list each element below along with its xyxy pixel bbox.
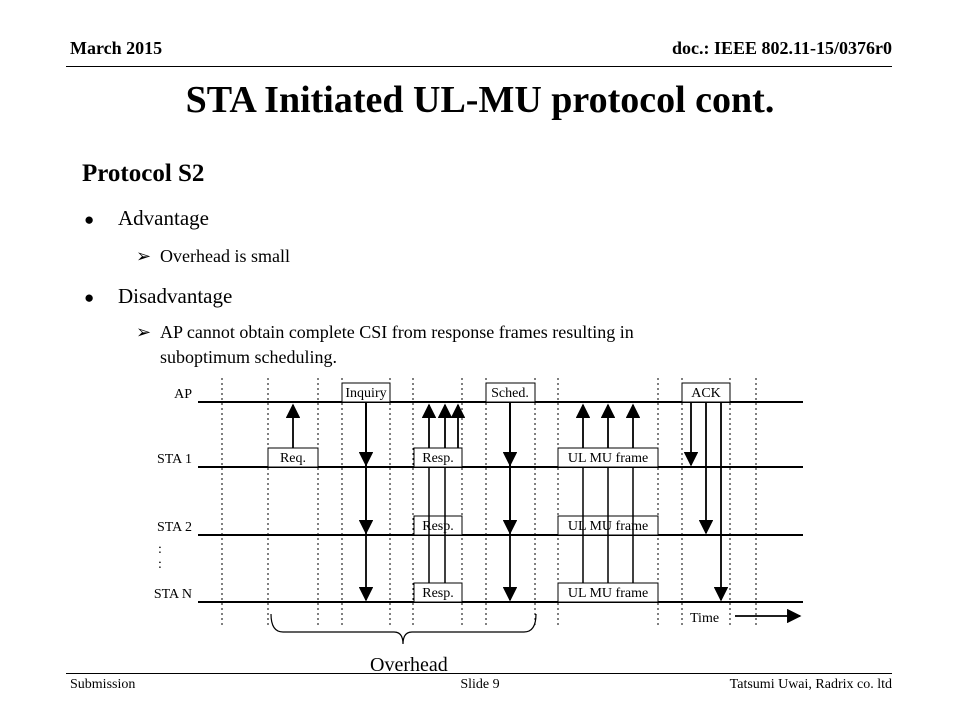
req-label: Req.: [280, 451, 306, 466]
ul-mu-frame-label: UL MU frame: [568, 586, 648, 601]
inquiry-label: Inquiry: [345, 386, 386, 401]
header-divider: [66, 66, 892, 67]
header-doc-id: doc.: IEEE 802.11-15/0376r0: [671, 38, 892, 58]
overhead-brace: [270, 613, 537, 645]
row-label-sta2: STA 2: [157, 520, 192, 535]
resp-frame-sta2: [413, 515, 463, 536]
resp-label: Resp.: [422, 451, 454, 466]
resp-frame-stan: [413, 582, 463, 603]
ack-label: ACK: [691, 386, 721, 401]
slide-subtitle: Protocol S2: [82, 160, 205, 187]
bullet-marker: ●: [84, 210, 95, 229]
footer-divider: [66, 673, 892, 674]
row-lines: [198, 401, 803, 603]
signal-arrows: [285, 402, 802, 624]
sub-bullet-disadvantage-line1: AP cannot obtain complete CSI from respo…: [160, 322, 634, 342]
row-label-stan: STA N: [154, 587, 192, 602]
sub-bullet-advantage: Overhead is small: [160, 246, 290, 266]
row-label-ap: AP: [174, 387, 192, 402]
sub-bullet-disadvantage-line2: suboptimum scheduling.: [160, 347, 337, 367]
resp-frame-sta1: [413, 447, 463, 468]
arrow-bullet-icon: ➢: [136, 246, 152, 266]
bullet-marker: ●: [84, 288, 95, 307]
row-ellipsis: :: [158, 557, 162, 572]
footer-slide-number: Slide 9: [460, 677, 500, 692]
overhead-label: Overhead: [370, 654, 448, 676]
footer-submission: Submission: [70, 677, 136, 692]
resp-label: Resp.: [422, 586, 454, 601]
arrow-bullet-icon: ➢: [136, 322, 152, 342]
guide-lines: [221, 378, 757, 625]
ul-mu-frame-label: UL MU frame: [568, 451, 648, 466]
footer-author: Tatsumi Uwai, Radrix co. ltd: [729, 677, 892, 692]
sched-label: Sched.: [491, 386, 529, 401]
row-ellipsis: :: [158, 542, 162, 557]
resp-label: Resp.: [422, 519, 454, 534]
slide-title: STA Initiated UL-MU protocol cont.: [185, 79, 775, 121]
header-date: March 2015: [70, 38, 163, 58]
row-label-sta1: STA 1: [157, 452, 192, 467]
bullet-disadvantage: Disadvantage: [118, 284, 233, 308]
frame-connector-lines: [428, 467, 634, 583]
bullet-advantage: Advantage: [118, 206, 209, 230]
time-axis-label: Time: [690, 611, 719, 626]
